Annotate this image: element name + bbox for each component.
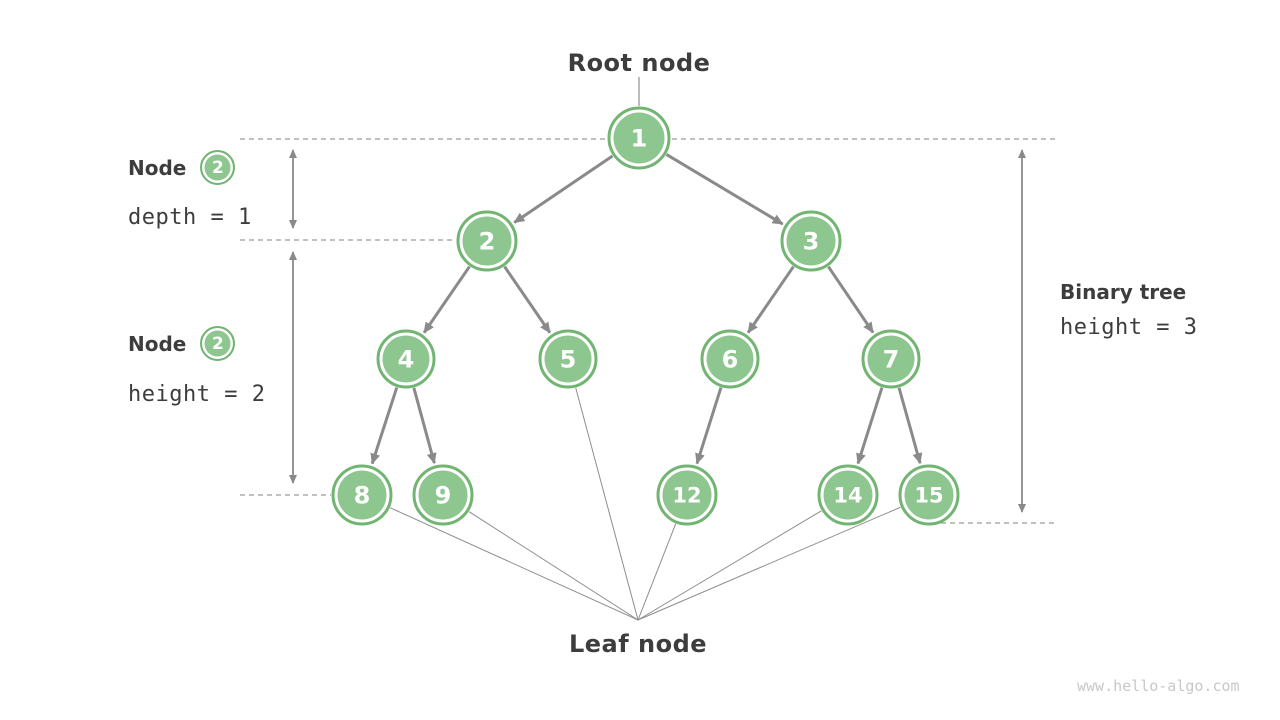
- tree-node-value: 6: [722, 346, 739, 374]
- node-fill: [904, 470, 954, 520]
- root-node-label: Root node: [567, 49, 711, 77]
- tree-node-3: 3: [780, 210, 842, 272]
- tree-node-value: 4: [398, 346, 415, 374]
- tree-node-9: 9: [412, 464, 474, 526]
- tree-node-value: 7: [883, 346, 900, 374]
- tree-edge-4-8: [370, 387, 399, 465]
- node-fill: [382, 335, 430, 383]
- annotation-node-height-title: Node: [128, 331, 187, 356]
- tree-node-1: 1: [607, 106, 671, 170]
- tree-node-6: 6: [700, 329, 760, 389]
- binary-tree-label: Binary tree: [1060, 280, 1187, 304]
- node-fill: [823, 470, 873, 520]
- tree-node-8: 8: [331, 464, 393, 526]
- leaf-node-label: Leaf node: [568, 630, 708, 658]
- tree-edge-3-7: [827, 265, 875, 334]
- node-fill: [418, 470, 468, 520]
- node-fill: [337, 470, 387, 520]
- tree-node-4: 4: [376, 329, 436, 389]
- leaf-pointer-line: [390, 507, 639, 621]
- tree-node-12: 12: [656, 464, 718, 526]
- annotation-node-depth: Node 2: [128, 150, 236, 185]
- node-badge: 2: [200, 150, 236, 185]
- tree-node-value: 8: [354, 482, 371, 510]
- tree-node-14: 14: [817, 464, 879, 526]
- tree-node-value: 9: [435, 482, 452, 510]
- tree-node-value: 2: [479, 228, 496, 256]
- node-fill: [613, 112, 665, 164]
- tree-node-value: 12: [672, 484, 701, 508]
- tree-node-value: 15: [914, 484, 943, 508]
- leaf-pointer-line: [637, 506, 901, 621]
- tree-edge-7-15: [897, 387, 923, 465]
- tree-edge-1-2: [513, 154, 614, 224]
- tree-node-value: 5: [560, 346, 577, 374]
- node-fill: [662, 470, 712, 520]
- tree-height-formula: height = 3: [1060, 315, 1198, 340]
- tree-node-2: 2: [456, 210, 518, 272]
- tree-node-value: 14: [833, 484, 862, 508]
- annotation-node-depth-title: Node: [128, 155, 187, 180]
- tree-node-5: 5: [538, 329, 598, 389]
- node-fill: [786, 216, 836, 266]
- tree-edge-7-14: [856, 387, 884, 465]
- leaf-pointer-line: [637, 523, 677, 621]
- tree-node-value: 3: [803, 228, 820, 256]
- leaf-pointer-line: [575, 387, 639, 621]
- tree-edge-1-3: [665, 153, 784, 226]
- leaf-pointer-line: [637, 510, 822, 621]
- tree-node-7: 7: [861, 329, 921, 389]
- watermark: www.hello-algo.com: [1077, 677, 1240, 695]
- annotation-node-height: Node 2: [128, 326, 236, 361]
- tree-edge-4-9: [412, 387, 437, 465]
- tree-node-value: 1: [631, 125, 648, 153]
- tree-node-15: 15: [898, 464, 960, 526]
- node-fill: [462, 216, 512, 266]
- tree-edge-6-12: [695, 387, 723, 465]
- node-fill: [544, 335, 592, 383]
- leaf-pointer-line: [468, 511, 639, 621]
- height-formula: height = 2: [128, 382, 266, 407]
- tree-edge-3-6: [746, 265, 795, 334]
- node-badge: 2: [200, 326, 236, 361]
- node-fill: [706, 335, 754, 383]
- tree-edge-2-4: [422, 265, 471, 334]
- depth-formula: depth = 1: [128, 205, 252, 230]
- tree-edge-2-5: [503, 265, 552, 334]
- node-fill: [867, 335, 915, 383]
